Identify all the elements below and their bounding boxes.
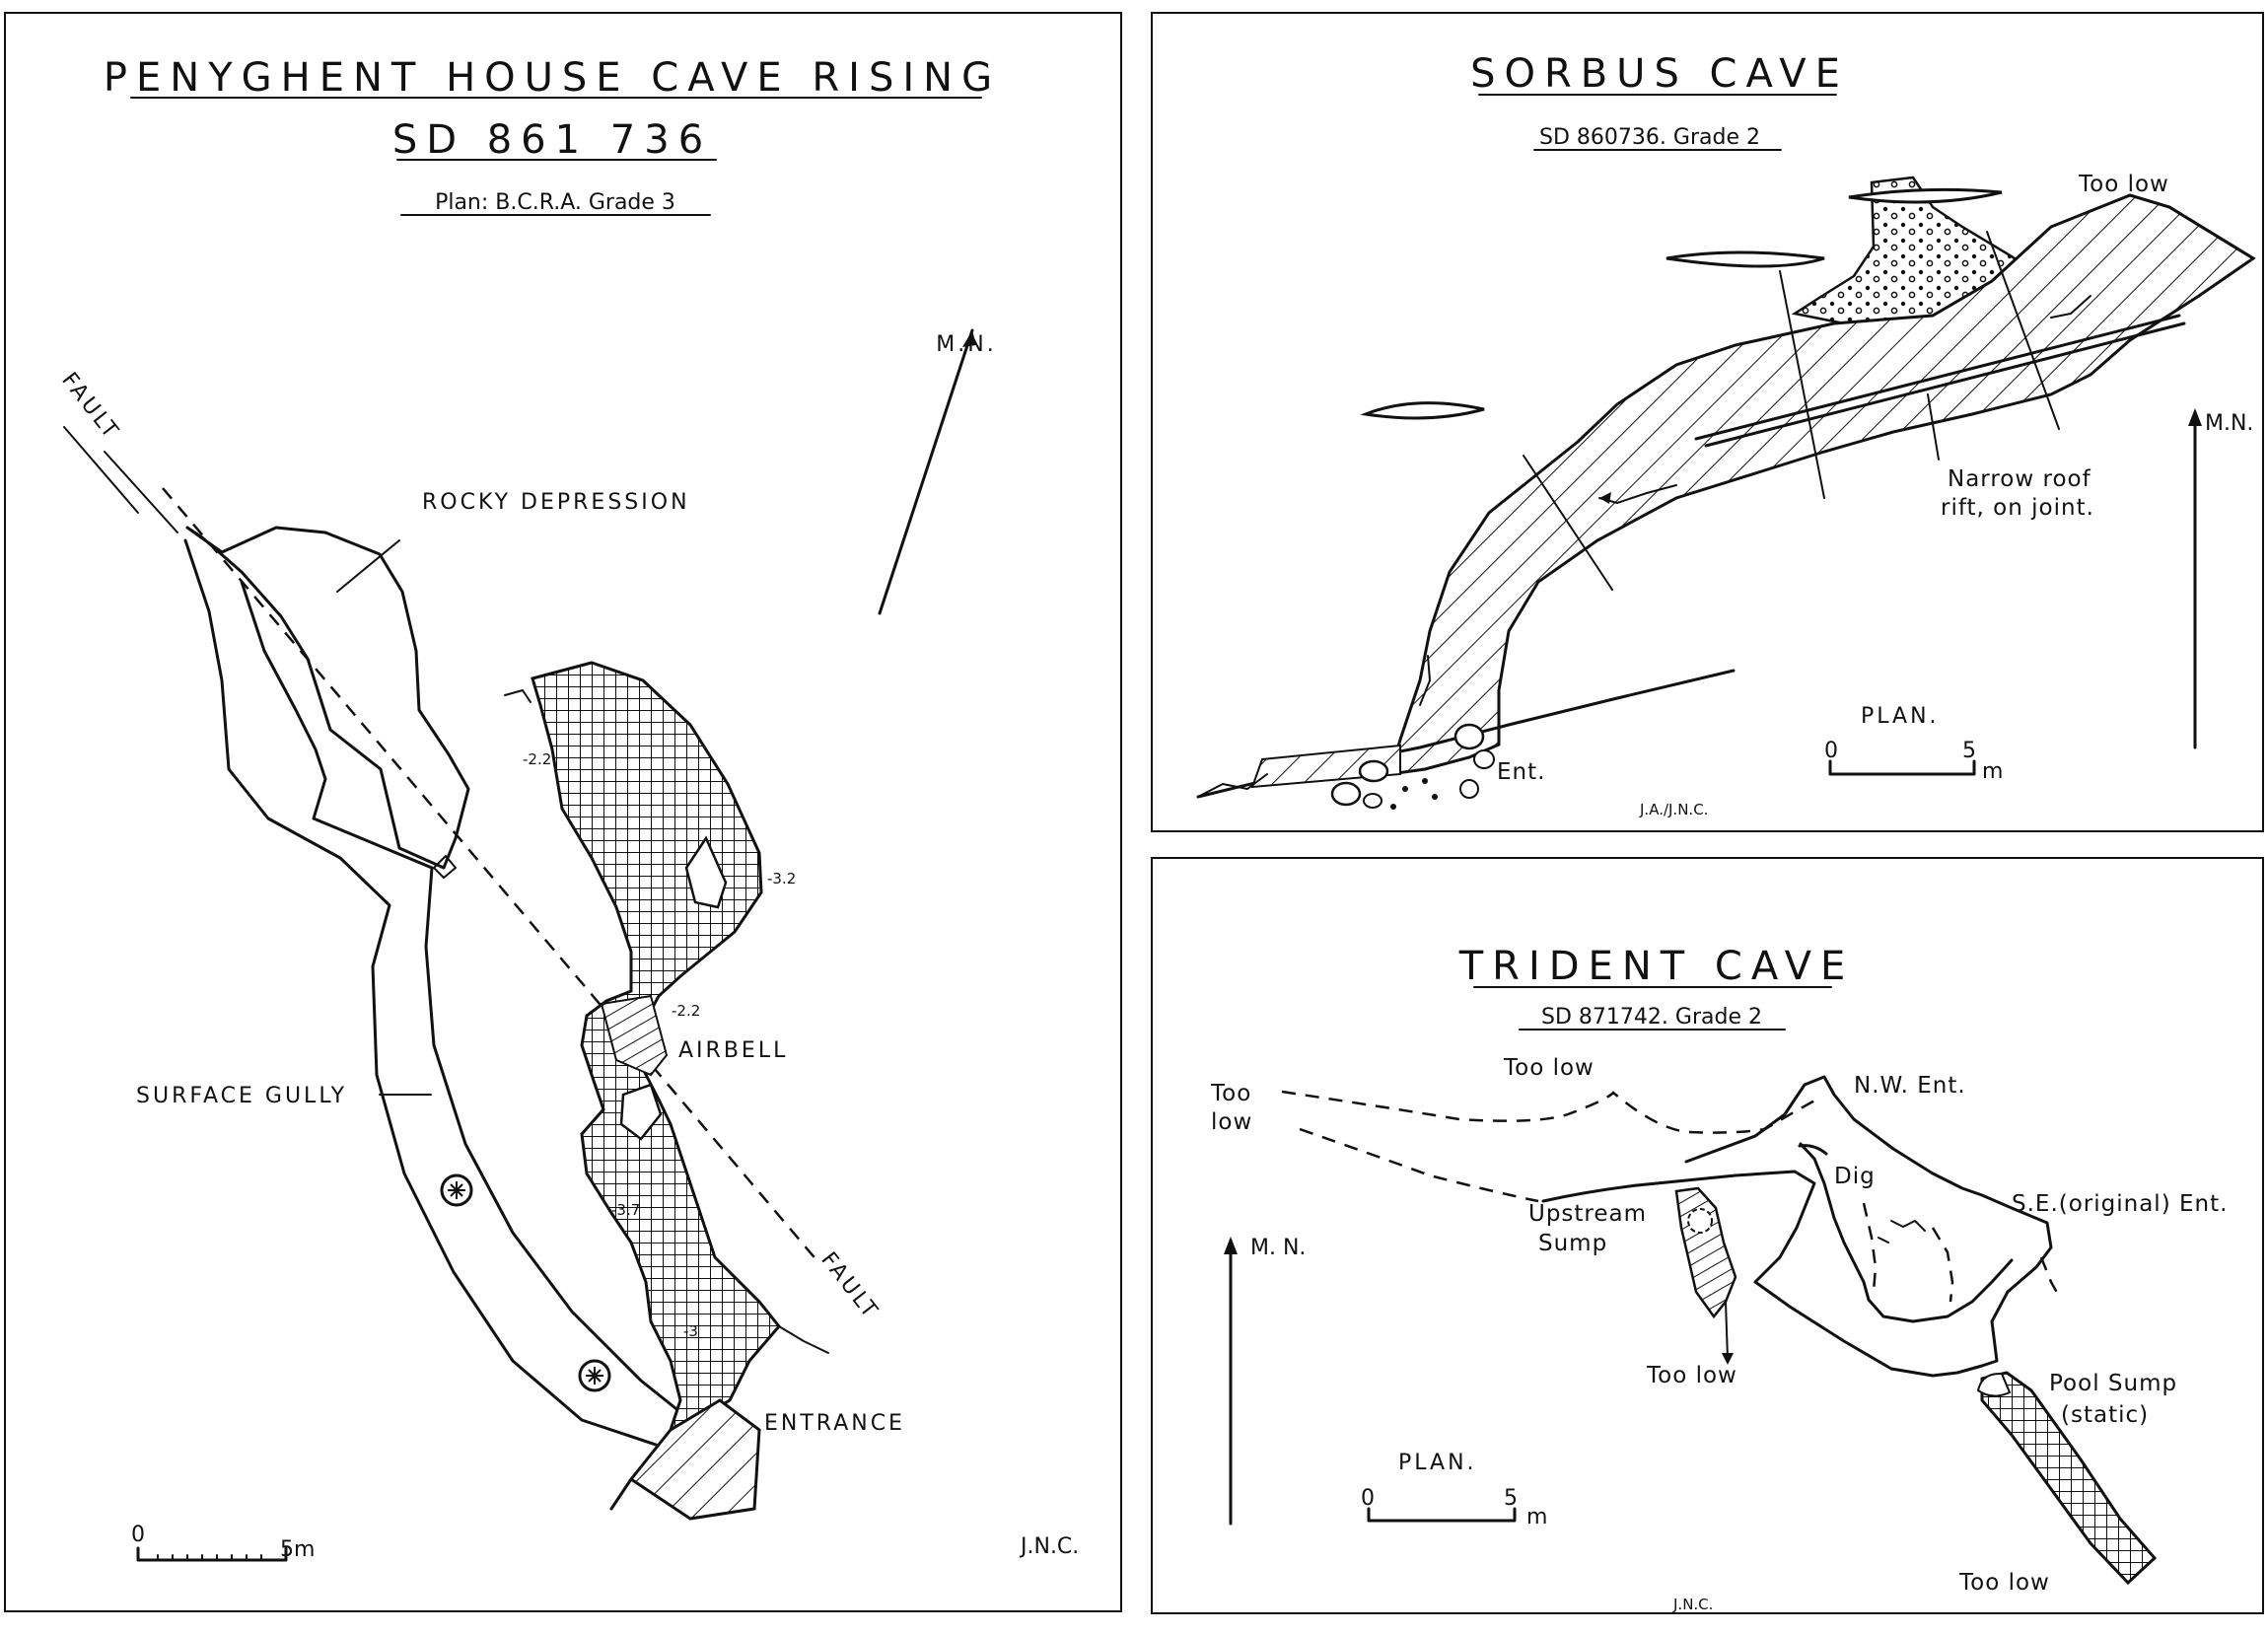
scale-bar: 0 5 m [1361,1486,1547,1529]
dig-label: Dig [1834,1164,1876,1189]
penyghent-title: PENYGHENT HOUSE CAVE RISING [104,55,1001,101]
trident-grid-ref: SD 871742. Grade 2 [1541,1005,1762,1030]
plan-label: PLAN. [1398,1451,1477,1475]
north-label: M. N. [1250,1236,1306,1260]
scale-five: 5 [1504,1486,1518,1511]
north-label: M.N. [936,332,996,357]
upstream-sump-label: Sump [1538,1231,1607,1256]
too-low-label: Too low [2078,172,2169,197]
scale-five: 5m [280,1537,315,1562]
too-low-label: Too low [1503,1055,1595,1081]
scale-unit: m [1982,759,2003,784]
north-arrow: M. N. [1224,1236,1306,1526]
sorbus-title: SORBUS CAVE [1470,51,1849,97]
sink-icon [440,1173,473,1207]
trident-title: TRIDENT CAVE [1458,944,1855,989]
roof-rift-label: rift, on joint. [1941,495,2094,521]
upstream-sump-label: Upstream [1528,1201,1647,1227]
airbell-label: AIRBELL [678,1038,788,1063]
north-arrow: M.N. [2188,408,2253,749]
depth-label: -3.7 [611,1201,640,1219]
author-initials: J.N.C. [1672,1596,1713,1613]
cave-passage: -2.2 -3.2 -2.2 -3.7 -3 AIRBELL [504,661,829,1433]
pool-sump-label: (static) [2061,1402,2149,1428]
entrance-label: ENTRANCE [764,1411,905,1436]
depth-label: -3.2 [767,870,796,888]
author-initials: J.N.C. [1019,1534,1079,1559]
boulders [1330,723,1495,810]
nw-entrance-label: N.W. Ent. [1854,1073,1966,1099]
trident-panel: TRIDENT CAVE SD 871742. Grade 2 Too low … [1151,857,2264,1614]
rocky-depression-label: ROCKY DEPRESSION [422,490,690,515]
author-initials: J.A./J.N.C. [1639,801,1708,818]
scale-zero: 0 [1361,1486,1375,1511]
scale-zero: 0 [131,1523,145,1547]
too-low-label: Too low [1958,1570,2050,1596]
too-low-label: Too low [1646,1363,1737,1388]
entrance-label: Ent. [1497,759,1545,785]
scale-bar: 0 5m [131,1523,315,1562]
north-arrow: M.N. [878,328,996,615]
depth-label: -2.2 [672,1002,700,1020]
pool-sump-label: Pool Sump [2049,1371,2177,1396]
sink-icon [578,1359,611,1392]
surface-gully: SURFACE GULLY [136,538,692,1452]
penyghent-grade: Plan: B.C.R.A. Grade 3 [435,190,675,215]
penyghent-grid-ref: SD 861 736 [392,117,712,163]
scale-bar: 0 5 m [1824,739,2003,784]
rocky-depression: ROCKY DEPRESSION [185,490,690,870]
roof-rift-label: Narrow roof [1948,466,2091,492]
se-entrance-label: S.E.(original) Ent. [2012,1191,2228,1217]
entrance: ENTRANCE [609,1398,905,1521]
depth-label: -2.2 [523,750,551,768]
north-label: M.N. [2205,411,2253,436]
plan-label: PLAN. [1861,704,1940,729]
sorbus-panel: SORBUS CAVE SD 860736. Grade 2 [1151,12,2264,832]
too-low-label: Too [1210,1081,1251,1106]
scale-unit: m [1526,1505,1547,1529]
depth-label: -3 [683,1322,698,1340]
scale-zero: 0 [1824,739,1838,763]
penyghent-panel: PENYGHENT HOUSE CAVE RISING SD 861 736 P… [4,12,1122,1612]
too-low-label: low [1211,1109,1252,1135]
scale-five: 5 [1962,739,1976,763]
surface-gully-label: SURFACE GULLY [136,1084,347,1108]
sorbus-grid-ref: SD 860736. Grade 2 [1539,125,1760,150]
